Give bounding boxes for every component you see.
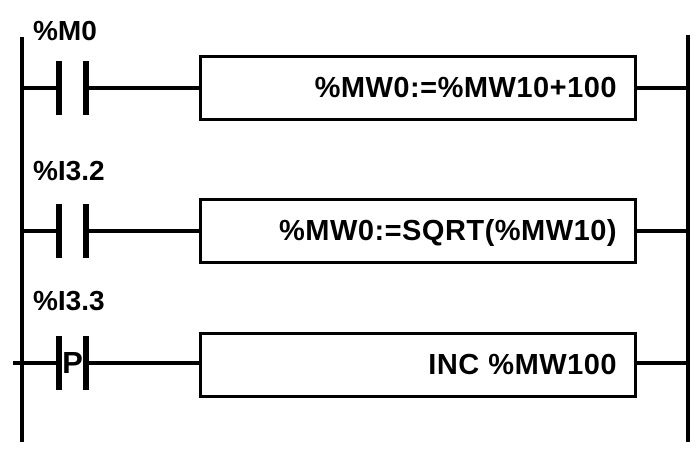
wire-rail-to-contact [13,361,56,365]
operation-block: %MW0:=SQRT(%MW10) [199,198,637,264]
rising-edge-p-symbol: P [62,345,83,380]
contact-bar-right [83,61,89,115]
contact-label: %M0 [33,15,97,46]
wire-contact-to-block [89,229,202,233]
operation-block: INC %MW100 [199,332,637,398]
contact-label: %I3.3 [33,285,105,316]
operation-block-text: %MW0:=%MW10+100 [314,71,617,104]
wire-block-to-rail [634,361,688,365]
wire-block-to-rail [634,86,688,90]
contact-bar-left [56,61,62,115]
contact-bar-right [83,204,89,258]
contact-bar-left [56,336,62,390]
wire-contact-to-block [89,86,202,90]
operation-block-text: %MW0:=SQRT(%MW10) [279,214,617,247]
contact-label: %I3.2 [33,155,105,186]
right-power-rail [686,35,690,442]
wire-contact-to-block [89,361,202,365]
wire-rail-to-contact [20,86,56,90]
wire-rail-to-contact [20,229,56,233]
operation-block: %MW0:=%MW10+100 [199,55,637,121]
left-power-rail [20,37,24,442]
operation-block-text: INC %MW100 [428,348,617,381]
contact-bar-left [56,204,62,258]
wire-block-to-rail [634,229,688,233]
contact-bar-right [83,336,89,390]
